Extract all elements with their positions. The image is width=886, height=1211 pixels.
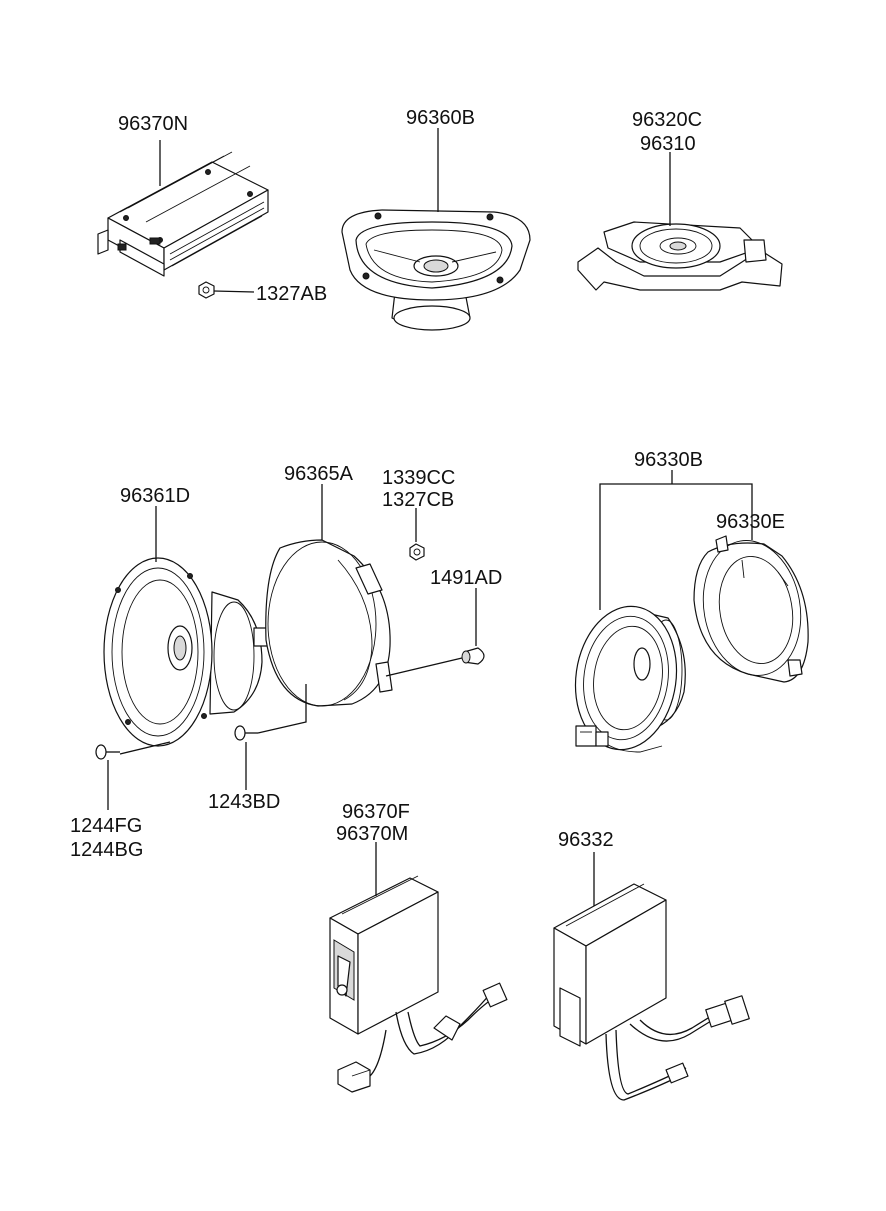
leader-1244FG-h: [119, 741, 171, 755]
label-96365A: 96365A: [284, 463, 354, 485]
amplifier-drawing: [97, 151, 269, 299]
label-96320C: 96320C: [632, 109, 702, 131]
label-1339CC: 1339CC: [382, 467, 455, 489]
label-96361D: 96361D: [120, 485, 190, 507]
label-96332: 96332: [558, 829, 614, 851]
module-f-drawing: [329, 875, 508, 1093]
label-96330E: 96330E: [716, 511, 785, 533]
leader-96330B-bracket: [599, 483, 753, 610]
label-1244BG: 1244BG: [70, 839, 143, 861]
label-96370F: 96370F: [342, 801, 410, 823]
label-96360B: 96360B: [406, 107, 475, 129]
label-1243BD: 1243BD: [208, 791, 280, 813]
leader-1327AB: [213, 290, 255, 293]
label-1327CB: 1327CB: [382, 489, 454, 511]
leader-1243BD-bracket: [257, 684, 307, 734]
oval-speaker-drawing: [341, 209, 531, 331]
label-1244FG: 1244FG: [70, 815, 142, 837]
label-96330B: 96330B: [634, 449, 703, 471]
tweeter-drawing: [577, 221, 783, 291]
label-1327AB: 1327AB: [256, 283, 327, 305]
label-96370N: 96370N: [118, 113, 188, 135]
baffle-drawing: [234, 539, 485, 741]
label-96310: 96310: [640, 133, 696, 155]
woofer-drawing: [95, 557, 277, 760]
label-96370M: 96370M: [336, 823, 408, 845]
label-1491AD: 1491AD: [430, 567, 502, 589]
leader-clip-h: [385, 657, 463, 677]
speaker-assy-drawing: [574, 535, 809, 753]
module-c-drawing: [553, 883, 750, 1101]
